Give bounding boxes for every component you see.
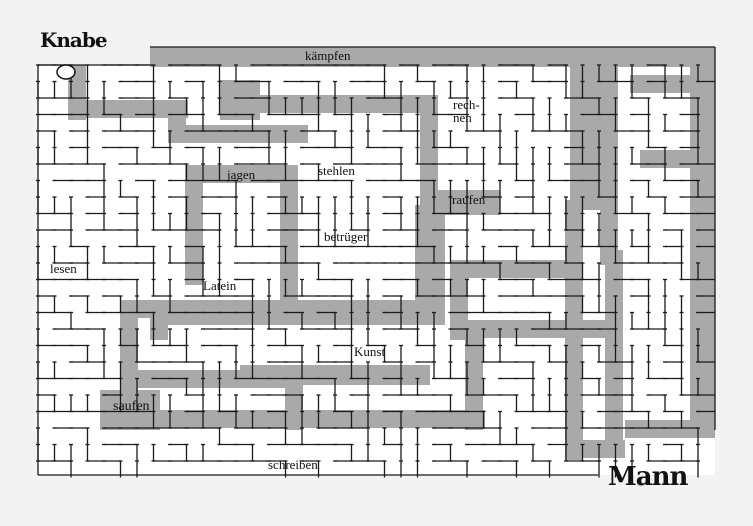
path-segment: [630, 75, 690, 93]
path-segment: [280, 165, 298, 305]
label-rechnen-2: nen: [453, 110, 472, 125]
path-segment: [100, 410, 300, 428]
label-latein: Latein: [203, 278, 237, 293]
path-segment: [625, 420, 715, 438]
path-segment: [168, 125, 308, 143]
end-label: Mann: [608, 462, 688, 492]
path-segment: [450, 260, 580, 278]
path-segment: [420, 95, 438, 205]
start-label: Knabe: [40, 28, 108, 52]
path-segment: [465, 330, 483, 430]
label-schreiben: schreiben: [268, 457, 318, 472]
label-jagen: jagen: [227, 167, 256, 182]
path-segment: [605, 250, 623, 450]
label-kunst: Kunst: [354, 344, 386, 359]
path-segment: [220, 95, 435, 113]
path-segment: [240, 365, 430, 385]
path-segment: [150, 47, 715, 67]
path-segment: [185, 165, 290, 183]
label-raufen: raufen: [452, 192, 486, 207]
path-segment: [150, 300, 168, 340]
path-segment: [285, 410, 485, 428]
path-segment: [565, 200, 583, 460]
path-segment: [570, 50, 600, 210]
label-saufen: saufen: [113, 399, 150, 414]
path-segment: [690, 65, 715, 425]
label-kaempfen: kämpfen: [305, 48, 351, 63]
label-stehlen: stehlen: [318, 163, 355, 178]
label-lesen: lesen: [50, 261, 77, 276]
label-rechnen-1: rech-: [453, 97, 480, 112]
path-segment: [450, 260, 468, 340]
label-betrueger: betrüger: [324, 229, 368, 244]
start-marker: [56, 64, 76, 80]
path-segment: [185, 165, 203, 285]
path-segment: [68, 100, 188, 118]
